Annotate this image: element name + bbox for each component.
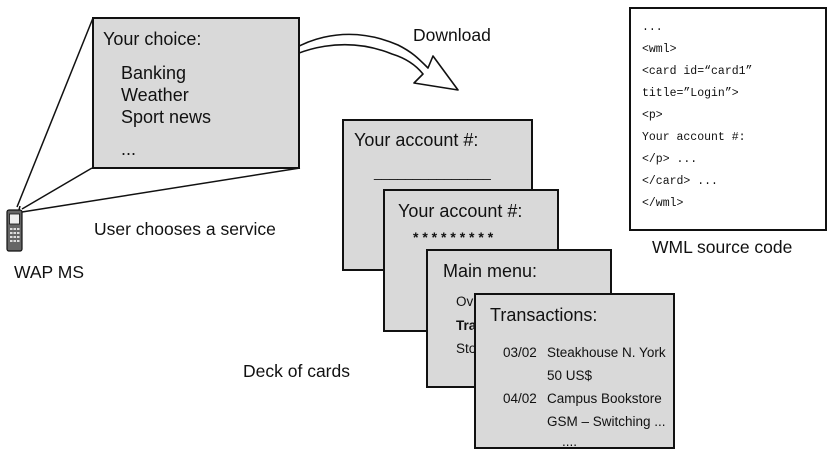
wml-source-box: ... <wml> <card id=“card1” title=”Login”… — [629, 7, 827, 231]
card3-item-2: Tra — [456, 318, 477, 333]
choice-item-weather: Weather — [121, 85, 189, 105]
card3-title: Main menu: — [443, 261, 538, 281]
transaction-more: .... — [562, 434, 578, 449]
wap-ms-label: WAP MS — [14, 262, 85, 282]
card2-title: Your account #: — [398, 201, 523, 221]
wml-line-9: </wml> — [642, 197, 684, 210]
deck-of-cards-label: Deck of cards — [243, 361, 350, 381]
transaction-1-amount: 50 US$ — [547, 368, 593, 383]
wml-line-1: ... — [642, 21, 663, 34]
download-label: Download — [413, 25, 491, 45]
transaction-3-text: GSM – Switching ... — [547, 414, 666, 429]
projection-line-bottom — [21, 167, 301, 213]
mobile-phone-icon — [6, 206, 23, 252]
wml-line-4: title=”Login”> — [642, 87, 739, 100]
transaction-2-text: Campus Bookstore — [547, 391, 662, 406]
transaction-1-date: 03/02 — [503, 345, 537, 360]
card1-input-line: _______________ — [374, 164, 491, 180]
projection-line-top — [16, 17, 94, 208]
wml-line-2: <wml> — [642, 43, 677, 56]
wml-line-6: Your account #: — [642, 131, 746, 144]
choice-item-sport-news: Sport news — [121, 107, 212, 127]
wml-source-label: WML source code — [652, 237, 793, 257]
choice-item-more: ... — [121, 139, 137, 159]
projection-line-mid — [21, 167, 93, 210]
transaction-2-date: 04/02 — [503, 391, 537, 406]
card1-title: Your account #: — [354, 130, 479, 150]
choice-screen-title: Your choice: — [103, 29, 202, 49]
card3-item-1: Ov — [456, 294, 474, 309]
wml-line-7: </p> ... — [642, 153, 698, 166]
card-transactions: Transactions: 03/02 Steakhouse N. York 5… — [474, 293, 675, 449]
transaction-1-text: Steakhouse N. York — [547, 345, 666, 360]
card3-item-3: Sto — [456, 341, 477, 356]
wml-line-8: </card> ... — [642, 175, 718, 188]
choice-item-banking: Banking — [121, 63, 187, 83]
wml-line-3: <card id=“card1” — [642, 65, 753, 78]
choice-screen: Your choice: Banking Weather Sport news … — [92, 17, 300, 169]
download-arrow — [271, 33, 459, 91]
user-chooses-label: User chooses a service — [94, 219, 276, 239]
card2-masked-field: * * * * * * * * * — [413, 229, 494, 245]
card4-title: Transactions: — [490, 305, 598, 325]
wml-line-5: <p> — [642, 109, 663, 122]
